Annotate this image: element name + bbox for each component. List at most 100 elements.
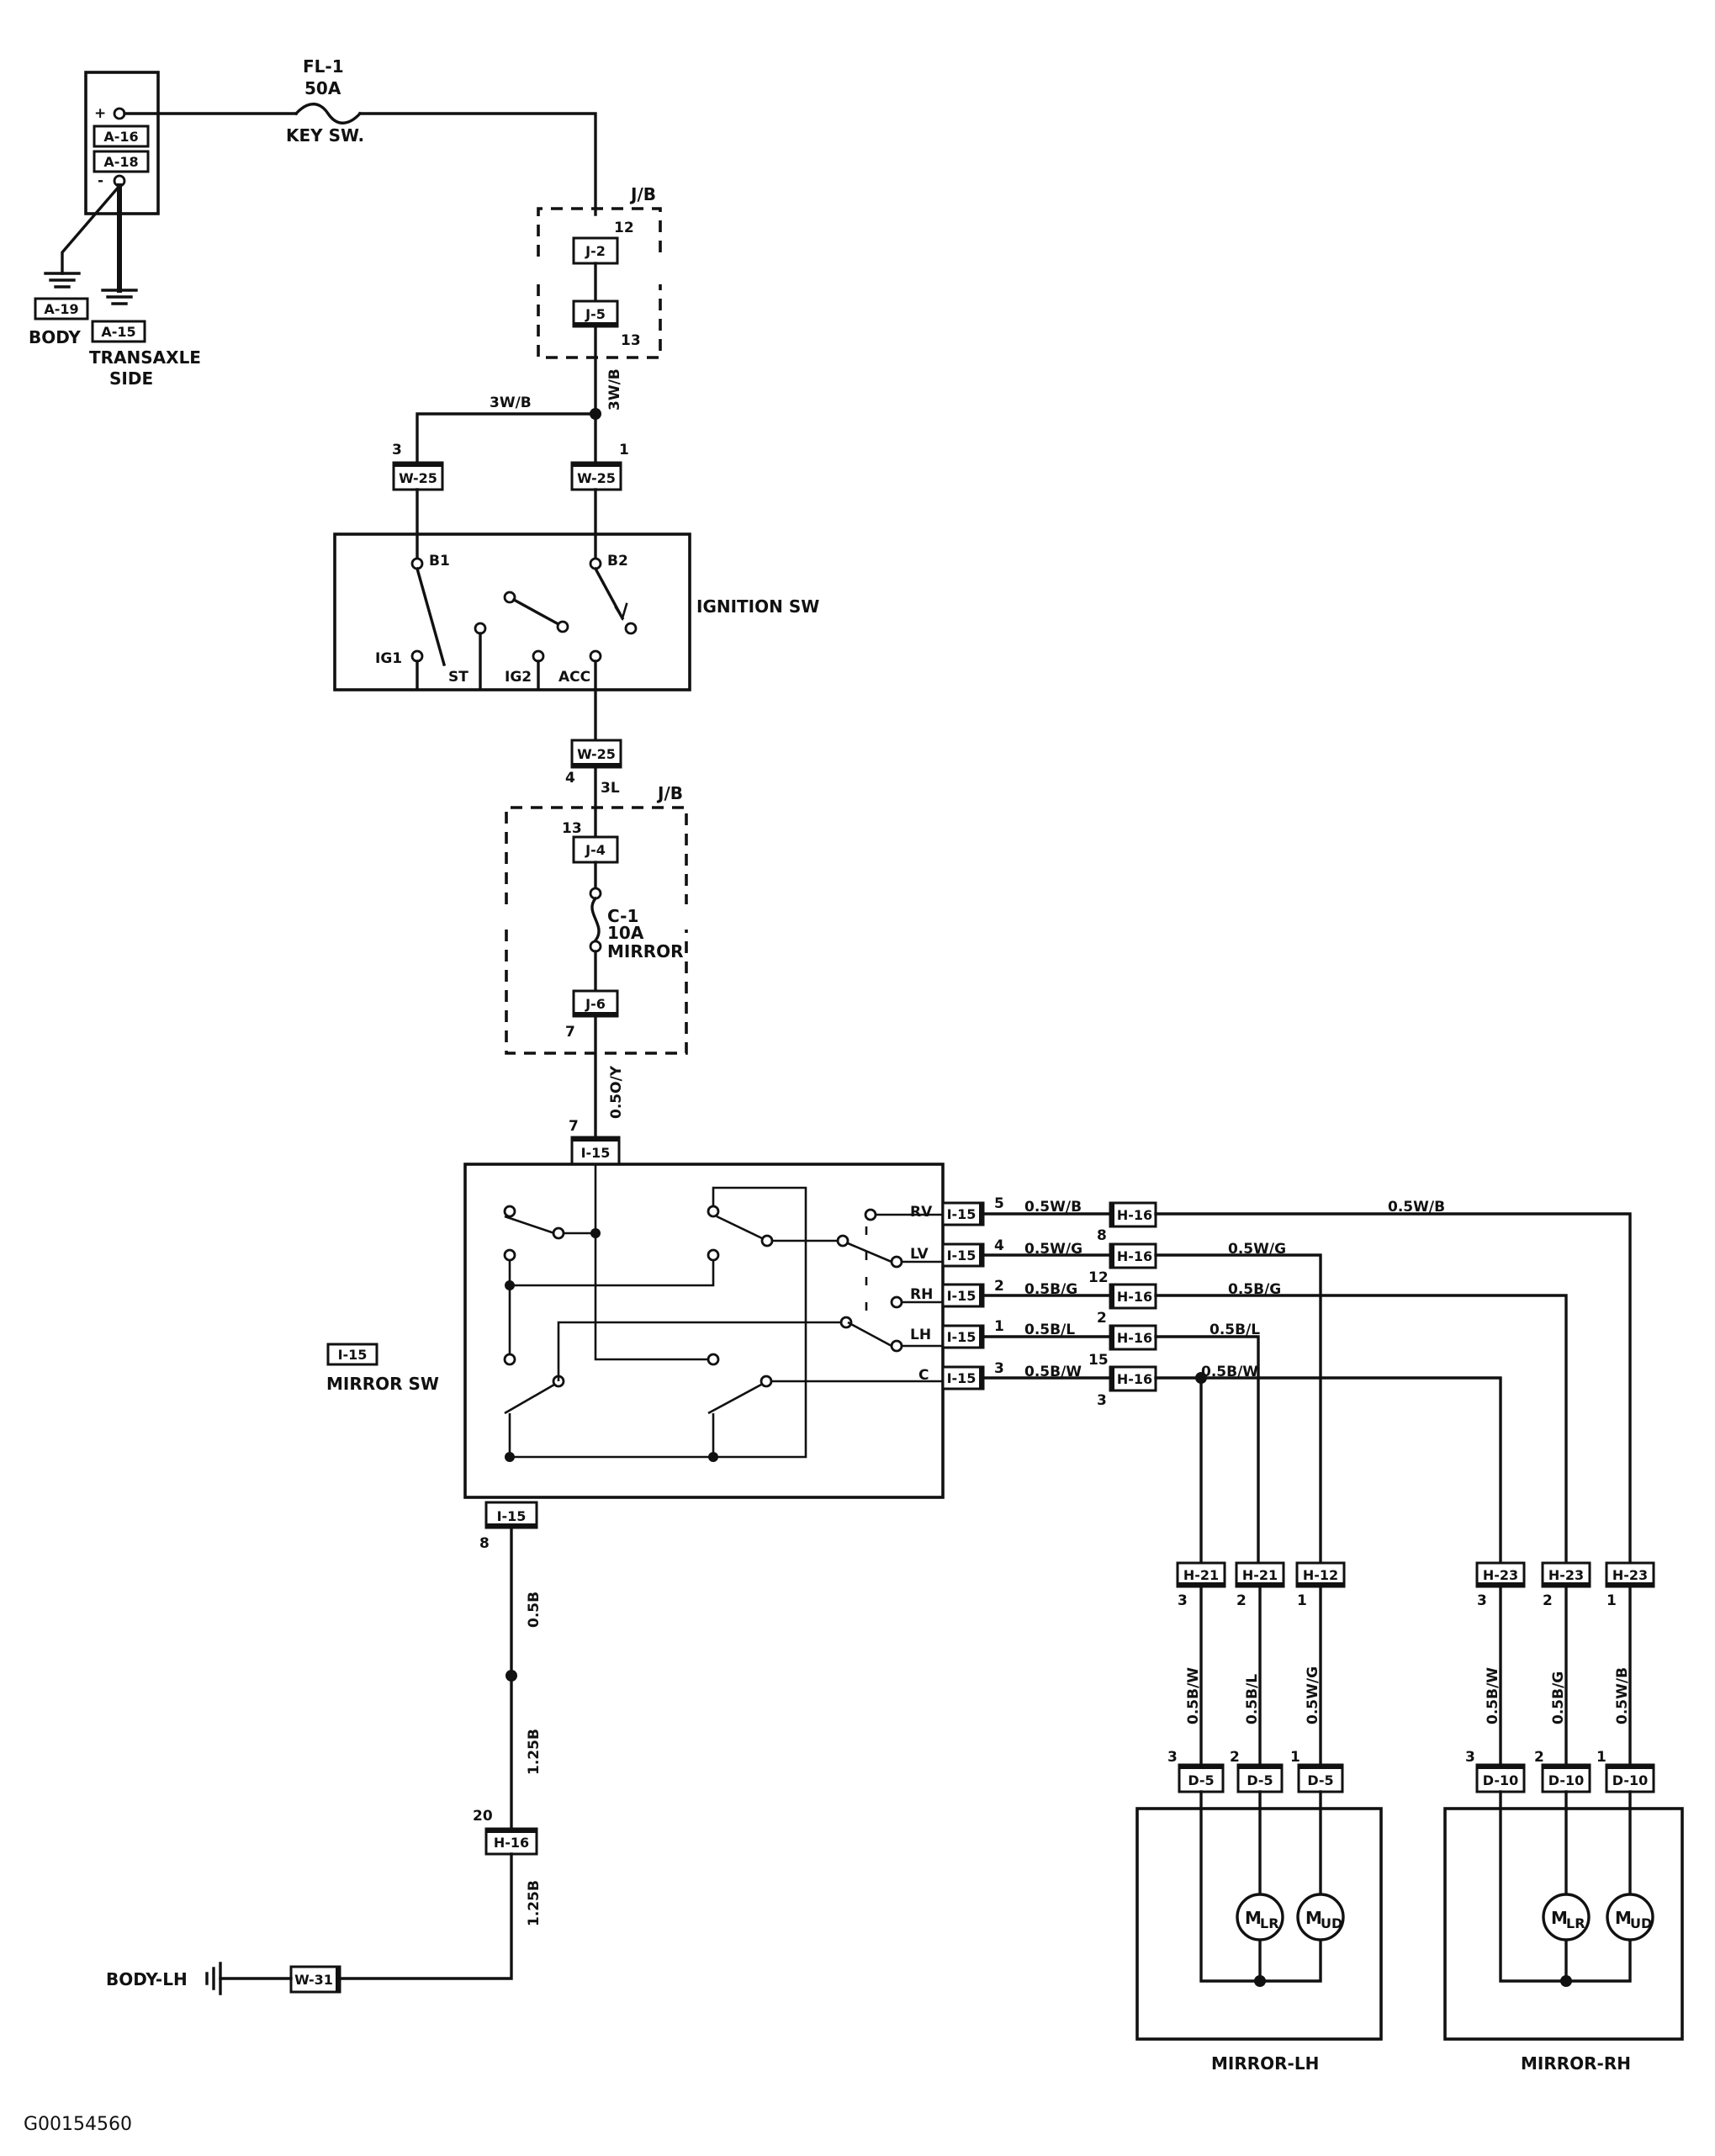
wire-lv-long: 0.5W/G (1228, 1241, 1286, 1258)
h23-pin-2: 2 (1543, 1592, 1553, 1609)
jb2-pin-7: 7 (565, 1024, 575, 1041)
sw-term-rh: RH (910, 1286, 933, 1303)
term-acc: ACC (558, 669, 590, 686)
mirror-switch: I-15 MIRROR SW (326, 1163, 945, 1499)
term-ig1: IG1 (375, 650, 402, 667)
h16-connectors: H-16 H-16 H-16 H-16 H-16 8 12 2 15 3 0.5… (1088, 1199, 1632, 1565)
out-i15-rv: I-15 (947, 1206, 977, 1222)
connector-a15: A-15 (101, 324, 135, 340)
conn-d5-b: D-5 (1247, 1772, 1273, 1788)
battery: + - A-16 A-18 (84, 71, 160, 215)
conn-h23-b: H-23 (1548, 1567, 1584, 1583)
wire-3wb-main: 3W/B (606, 368, 623, 411)
out-wire-c: 0.5B/W (1024, 1364, 1082, 1380)
ignition-output: W-25 4 3L (565, 739, 622, 839)
rh-motor-ud-sub: UD (1630, 1915, 1652, 1931)
conn-h23-c: H-23 (1612, 1567, 1648, 1583)
out-wire-lh: 0.5B/L (1024, 1322, 1075, 1338)
connector-i15-ground: I-15 (497, 1508, 527, 1524)
label-side: SIDE (109, 368, 153, 389)
h21-pin-3: 3 (1178, 1592, 1188, 1609)
battery-minus-sign: - (98, 172, 103, 189)
i15-pin-8: 8 (479, 1535, 490, 1552)
lh-motor-ud-m: M (1305, 1908, 1322, 1928)
wire-3l: 3L (601, 780, 620, 797)
h16-pin-20: 20 (473, 1808, 493, 1825)
conn-h23-a: H-23 (1483, 1567, 1518, 1583)
mirror-switch-outputs: I-15 I-15 I-15 I-15 I-15 5 4 2 1 3 0.5W/… (941, 1195, 1112, 1391)
d5-pin-3: 3 (1167, 1749, 1178, 1766)
h16-pin-8: 8 (1097, 1227, 1107, 1244)
out-pin-2: 2 (994, 1278, 1004, 1295)
fuse-fl1-label: FL-1 (303, 56, 344, 77)
out-i15-rh: I-15 (947, 1288, 977, 1304)
wire-125b-upper: 1.25B (526, 1729, 543, 1775)
connector-h16-ground: H-16 (494, 1835, 529, 1851)
conn-d5-a: D-5 (1188, 1772, 1214, 1788)
wire-rv-long: 0.5W/B (1388, 1199, 1445, 1216)
lh-motor-lr-m: M (1245, 1908, 1262, 1928)
h16-lv: H-16 (1117, 1248, 1152, 1264)
conn-d10-b: D-10 (1548, 1772, 1584, 1788)
fuse-c1-rating: 10A (607, 923, 644, 943)
out-i15-lh: I-15 (947, 1329, 977, 1345)
rh-wire-rh: 0.5B/G (1550, 1671, 1567, 1724)
i15-pin-7: 7 (569, 1118, 579, 1135)
out-i15-c: I-15 (947, 1370, 977, 1386)
rh-motor-ud-m: M (1615, 1908, 1632, 1928)
out-pin-5: 5 (994, 1195, 1004, 1212)
h16-pin-2: 2 (1097, 1310, 1107, 1327)
out-pin-4: 4 (994, 1237, 1004, 1254)
mirror-rh-label: MIRROR-RH (1521, 2053, 1631, 2074)
out-wire-lv: 0.5W/G (1024, 1241, 1082, 1258)
wire-05b: 0.5B (526, 1592, 543, 1628)
out-i15-lv: I-15 (947, 1248, 977, 1263)
lh-wire-lh: 0.5B/L (1244, 1674, 1261, 1724)
wire-lh-long: 0.5B/L (1209, 1322, 1260, 1338)
h16-pin-15: 15 (1088, 1352, 1109, 1369)
sw-term-lh: LH (910, 1327, 931, 1343)
h12-pin-1: 1 (1297, 1592, 1307, 1609)
mirror-lh: M LR M UD MIRROR-LH (1135, 1790, 1383, 2074)
fuse-fl1-rating: 50A (304, 78, 341, 98)
ignition-feed-wires: 3W/B 3W/B 3 W-25 1 W-25 (392, 325, 629, 561)
term-b2: B2 (607, 553, 628, 569)
connector-w25-left: W-25 (399, 470, 437, 486)
junction-block-2: J/B 13 J-4 C-1 10A MIRROR J-6 7 (505, 783, 688, 1055)
mirror-switch-ref: I-15 (338, 1347, 368, 1363)
connector-a16: A-16 (103, 129, 138, 145)
sw-term-c: C (918, 1367, 929, 1384)
connector-j5: J-5 (585, 306, 606, 322)
mirror-rh-harness: H-23 H-23 H-23 3 2 1 0.5B/W 0.5B/G 0.5W/… (1465, 1561, 1655, 1793)
d5-pin-1: 1 (1290, 1749, 1300, 1766)
figure-id: G00154560 (24, 2114, 132, 2135)
h16-pin-12: 12 (1088, 1269, 1109, 1286)
mirror-switch-ground: I-15 8 0.5B 1.25B 20 H-16 1.25B W-31 BOD… (106, 1501, 543, 1995)
connector-w31: W-31 (294, 1972, 333, 1988)
h23-pin-3: 3 (1477, 1592, 1487, 1609)
conn-h12: H-12 (1303, 1567, 1338, 1583)
conn-d10-c: D-10 (1612, 1772, 1648, 1788)
connector-a19: A-19 (44, 301, 78, 317)
mirror-switch-label: MIRROR SW (326, 1374, 439, 1394)
out-wire-rh: 0.5B/G (1024, 1281, 1077, 1298)
term-ig2: IG2 (505, 669, 532, 686)
term-b1: B1 (429, 553, 450, 569)
sw-term-lv: LV (910, 1246, 929, 1263)
connector-j6: J-6 (585, 996, 606, 1012)
h23-pin-1: 1 (1606, 1592, 1617, 1609)
connector-j2: J-2 (585, 243, 606, 259)
w25-pin-1: 1 (619, 442, 629, 458)
wire-125b-lower: 1.25B (526, 1880, 543, 1926)
jb1-pin-13: 13 (621, 332, 641, 349)
main-feed: FL-1 50A KEY SW. (123, 56, 597, 216)
conn-h21-a: H-21 (1183, 1567, 1219, 1583)
mirror-lh-harness: H-21 H-21 H-12 3 2 1 0.5B/W 0.5B/L 0.5W/… (1167, 1561, 1346, 1793)
rh-wire-rv: 0.5W/B (1614, 1667, 1631, 1724)
w25-pin-3: 3 (392, 442, 402, 458)
battery-grounds: A-19 BODY A-15 TRANSAXLE SIDE (29, 183, 201, 389)
w25-pin-4: 4 (565, 770, 575, 787)
d10-pin-1: 1 (1596, 1749, 1606, 1766)
mirror-rh: M LR M UD MIRROR-RH (1443, 1790, 1684, 2074)
